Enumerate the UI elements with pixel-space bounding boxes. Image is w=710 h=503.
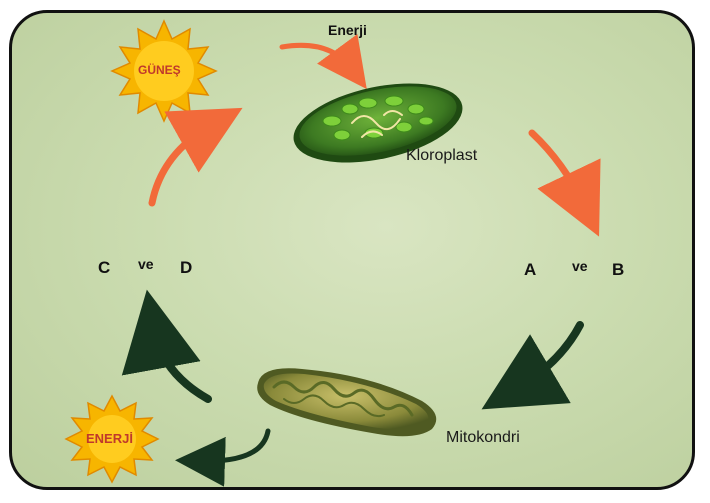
energy-out-label: ENERJİ [86, 431, 133, 446]
label-ve-right: ve [572, 258, 588, 274]
diagram-graphics [64, 19, 601, 487]
arrow-cd-to-sun [148, 107, 243, 207]
chloroplast-icon [293, 83, 463, 163]
arrow-chloroplast-to-ab [528, 129, 601, 237]
chloroplast-label: Kloroplast [406, 147, 478, 164]
label-b: B [612, 260, 625, 279]
diagram-frame: GÜNEŞ Enerji Kloroplast A ve B Mitokondr… [9, 10, 695, 490]
label-d: D [180, 258, 193, 277]
mitochondria-label: Mitokondri [446, 429, 520, 446]
sun-icon [110, 19, 218, 123]
arrow-sun-to-chloroplast [279, 34, 367, 90]
sun-label: GÜNEŞ [138, 63, 181, 77]
arrow-mitochondria-to-cd [121, 289, 212, 403]
mitochondria-icon [257, 368, 437, 437]
energy-in-label: Enerji [328, 22, 367, 38]
arrow-ab-to-mitochondria [481, 321, 584, 410]
arrow-mitochondria-to-energy [175, 428, 271, 487]
energy-burst-icon [64, 394, 160, 484]
label-a: A [524, 260, 537, 279]
label-ve-left: ve [138, 256, 154, 272]
label-c: C [98, 258, 111, 277]
